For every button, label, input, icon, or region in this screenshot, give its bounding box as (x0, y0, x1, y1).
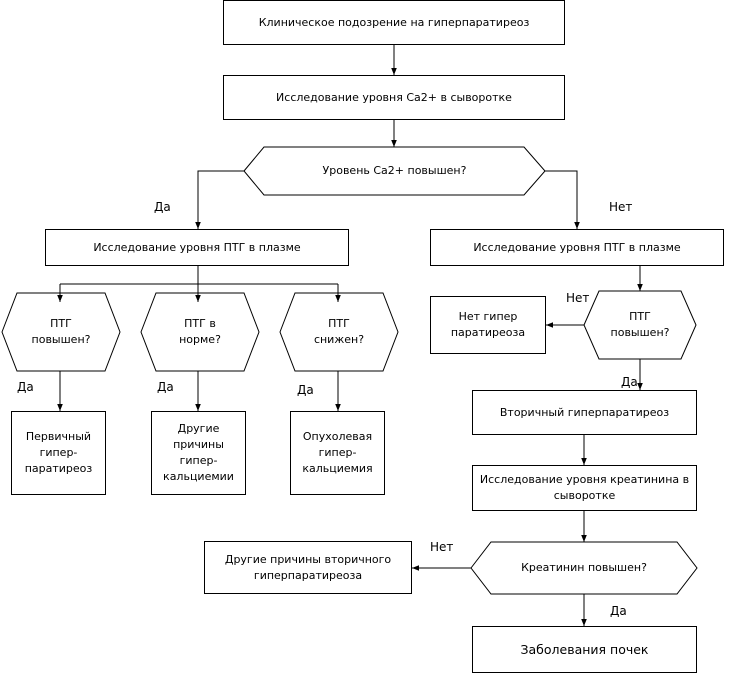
label-no-creat: Нет (430, 540, 454, 554)
secondary-box: Вторичный гиперпаратиреоз (472, 390, 697, 435)
pth-right-box: Исследование уровня ПТГ в плазме (430, 229, 724, 266)
creat-high-hexagon (470, 541, 698, 595)
label-yes-creat: Да (610, 604, 627, 618)
other-hypercalcemia-box: Другие причины гипер- кальциемии (151, 411, 246, 495)
pth-left-box: Исследование уровня ПТГ в плазме (45, 229, 349, 266)
label-yes-pth-norm: Да (157, 380, 174, 394)
arrow-yes-to-pth-left (195, 170, 244, 229)
label-no-top: Нет (609, 200, 633, 214)
label-yes-pth-up: Да (17, 380, 34, 394)
ca-test-box: Исследование уровня Ca2+ в сыворотке (223, 75, 565, 120)
suspicion-box: Клиническое подозрение на гиперпаратирео… (223, 0, 565, 45)
pth-up-2-hexagon (583, 290, 697, 360)
primary-box: Первичный гипер- паратиреоз (11, 411, 106, 495)
label-no-pth-2: Нет (566, 291, 590, 305)
other-secondary-box: Другие причины вторичного гиперпаратирео… (204, 541, 412, 594)
label-yes-pth-low: Да (297, 383, 314, 397)
label-yes-pth-2: Да (621, 375, 638, 389)
ca-high-hexagon (243, 146, 546, 196)
pth-low-hexagon (279, 292, 399, 372)
pth-norm-hexagon (140, 292, 260, 372)
no-hyper-box: Нет гипер паратиреоза (430, 296, 546, 354)
creat-test-box: Исследование уровня креатинина в сыворот… (472, 465, 697, 511)
pth-up-hexagon (1, 292, 121, 372)
kidney-box: Заболевания почек (472, 626, 697, 673)
arrow-no-to-pth-right (545, 170, 580, 229)
label-yes-top: Да (154, 200, 171, 214)
tumor-box: Опухолевая гипер- кальциемия (290, 411, 385, 495)
